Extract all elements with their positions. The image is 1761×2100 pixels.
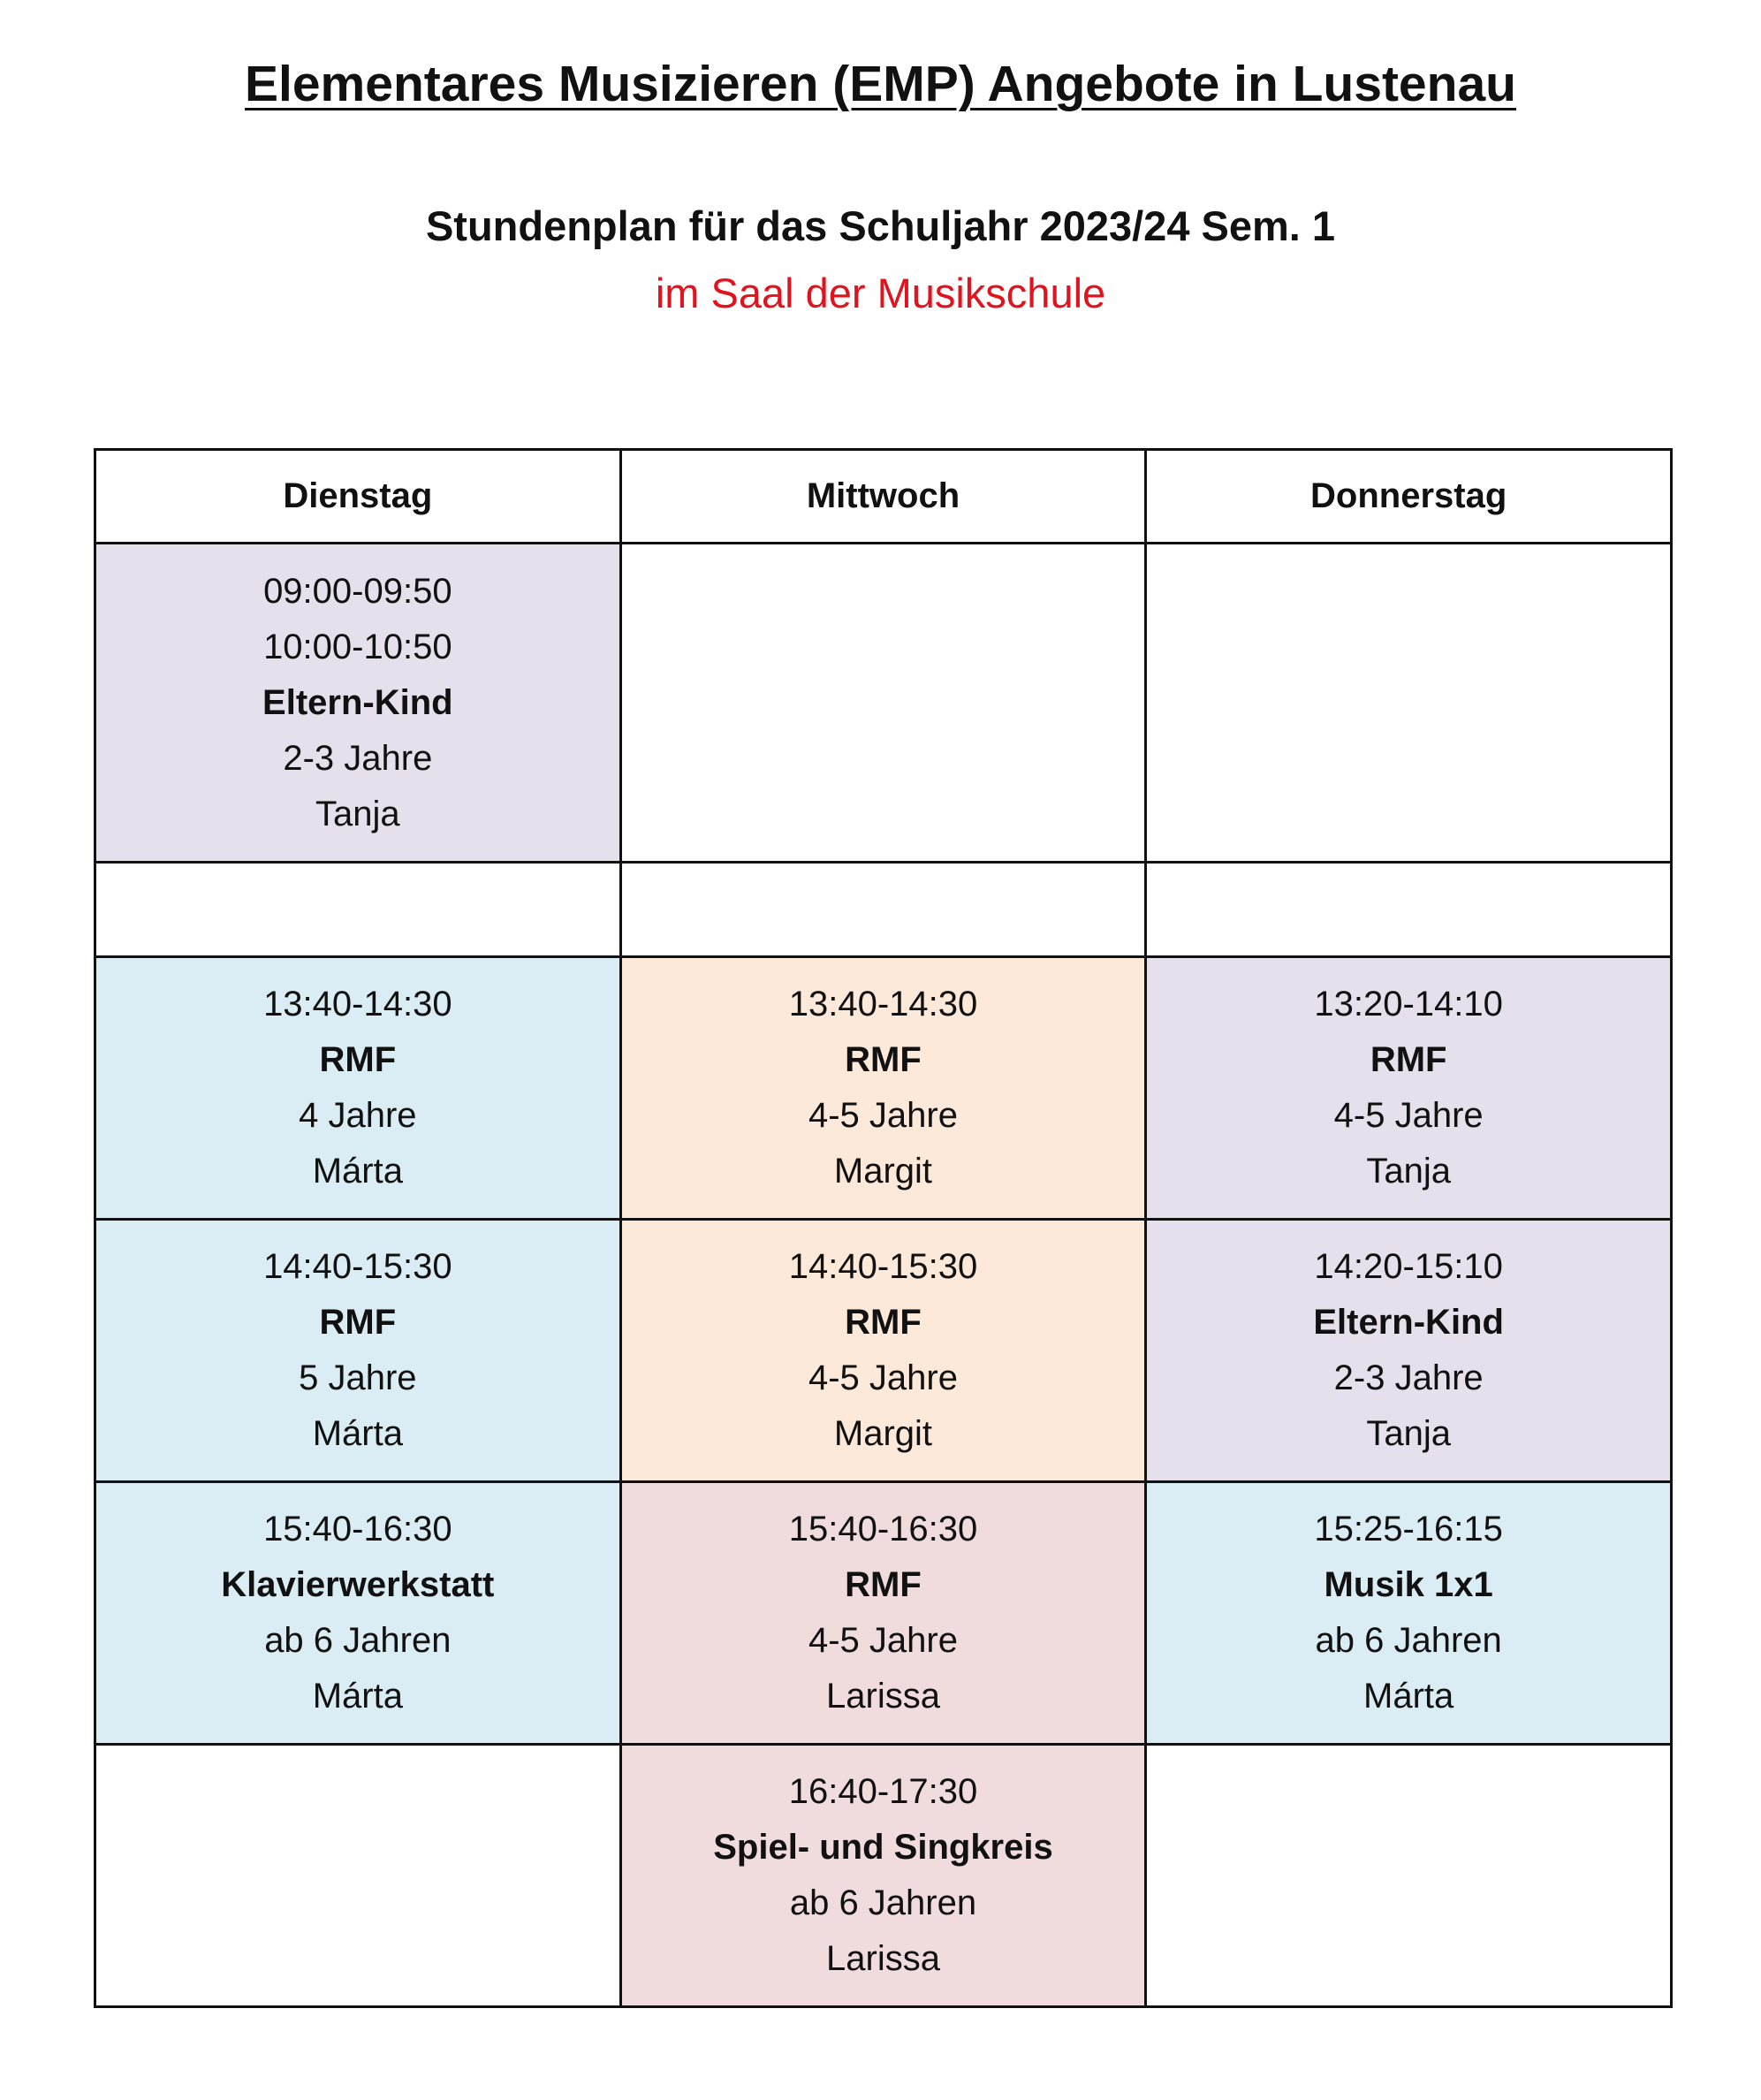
course-name: RMF <box>845 1303 922 1342</box>
page-title: Elementares Musizieren (EMP) Angebote in… <box>245 56 1516 112</box>
time-range: 15:40-16:30 <box>788 1510 978 1548</box>
age-group: ab 6 Jahren <box>264 1621 452 1660</box>
schedule-subtitle: Stundenplan für das Schuljahr 2023/24 Se… <box>425 202 1336 249</box>
time-range: 13:20-14:10 <box>1314 985 1503 1023</box>
empty-slot-wednesday <box>619 542 1148 864</box>
time-range: 10:00-10:50 <box>263 627 452 666</box>
course-name: Musik 1x1 <box>1324 1565 1493 1604</box>
age-group: ab 6 Jahren <box>1315 1621 1502 1660</box>
time-range: 16:40-17:30 <box>788 1772 978 1811</box>
course-name: RMF <box>319 1040 397 1079</box>
age-group: 4-5 Jahre <box>1333 1096 1484 1135</box>
time-range: 13:40-14:30 <box>788 985 978 1023</box>
time-range: 15:25-16:15 <box>1314 1510 1503 1548</box>
age-group: 5 Jahre <box>299 1358 417 1397</box>
teacher-name: Márta <box>312 1152 403 1191</box>
time-range: 14:20-15:10 <box>1314 1247 1503 1286</box>
day-header-wednesday: Mittwoch <box>619 448 1148 544</box>
empty-slot-thursday <box>1144 1743 1673 2008</box>
empty-slot-tuesday <box>94 1743 622 2008</box>
teacher-name: Márta <box>312 1677 403 1716</box>
location-note: im Saal der Musikschule <box>655 270 1106 316</box>
course-name: RMF <box>845 1040 922 1079</box>
time-range: 15:40-16:30 <box>263 1510 452 1548</box>
schedule-row <box>94 861 1673 958</box>
teacher-name: Márta <box>312 1414 403 1453</box>
age-group: 4-5 Jahre <box>808 1358 958 1397</box>
day-header-thursday: Donnerstag <box>1144 448 1673 544</box>
age-group: 2-3 Jahre <box>1333 1358 1484 1397</box>
time-range: 14:40-15:30 <box>263 1247 452 1286</box>
course-name: RMF <box>1370 1040 1447 1079</box>
course-name: RMF <box>319 1303 397 1342</box>
day-header-tuesday: Dienstag <box>94 448 622 544</box>
age-group: 4-5 Jahre <box>808 1621 958 1660</box>
teacher-name: Margit <box>833 1152 933 1191</box>
empty-slot-wednesday <box>619 861 1148 958</box>
empty-slot-thursday <box>1144 542 1673 864</box>
age-group: 4-5 Jahre <box>808 1096 958 1135</box>
age-group: ab 6 Jahren <box>789 1883 977 1922</box>
course-name: Spiel- und Singkreis <box>713 1828 1053 1867</box>
course-name: Eltern-Kind <box>1313 1303 1504 1342</box>
time-range: 14:40-15:30 <box>788 1247 978 1286</box>
teacher-name: Tanja <box>315 794 400 833</box>
course-name: Eltern-Kind <box>262 682 453 722</box>
course-name: Klavierwerkstatt <box>221 1565 495 1604</box>
time-range: 13:40-14:30 <box>263 985 452 1023</box>
time-range: 09:00-09:50 <box>263 571 452 611</box>
empty-slot-thursday <box>1144 861 1673 958</box>
teacher-name: Tanja <box>1366 1152 1451 1191</box>
day-header-row: Dienstag Mittwoch Donnerstag <box>94 448 1673 544</box>
teacher-name: Tanja <box>1366 1414 1451 1453</box>
course-name: RMF <box>845 1565 922 1604</box>
empty-slot-tuesday <box>94 861 622 958</box>
teacher-name: Márta <box>1363 1677 1454 1716</box>
teacher-name: Margit <box>833 1414 933 1453</box>
age-group: 2-3 Jahre <box>283 738 433 778</box>
schedule-table: Dienstag Mittwoch Donnerstag 09:00-09:50… <box>94 448 1673 2008</box>
teacher-name: Larissa <box>826 1939 940 1978</box>
age-group: 4 Jahre <box>299 1096 417 1135</box>
teacher-name: Larissa <box>826 1677 940 1716</box>
